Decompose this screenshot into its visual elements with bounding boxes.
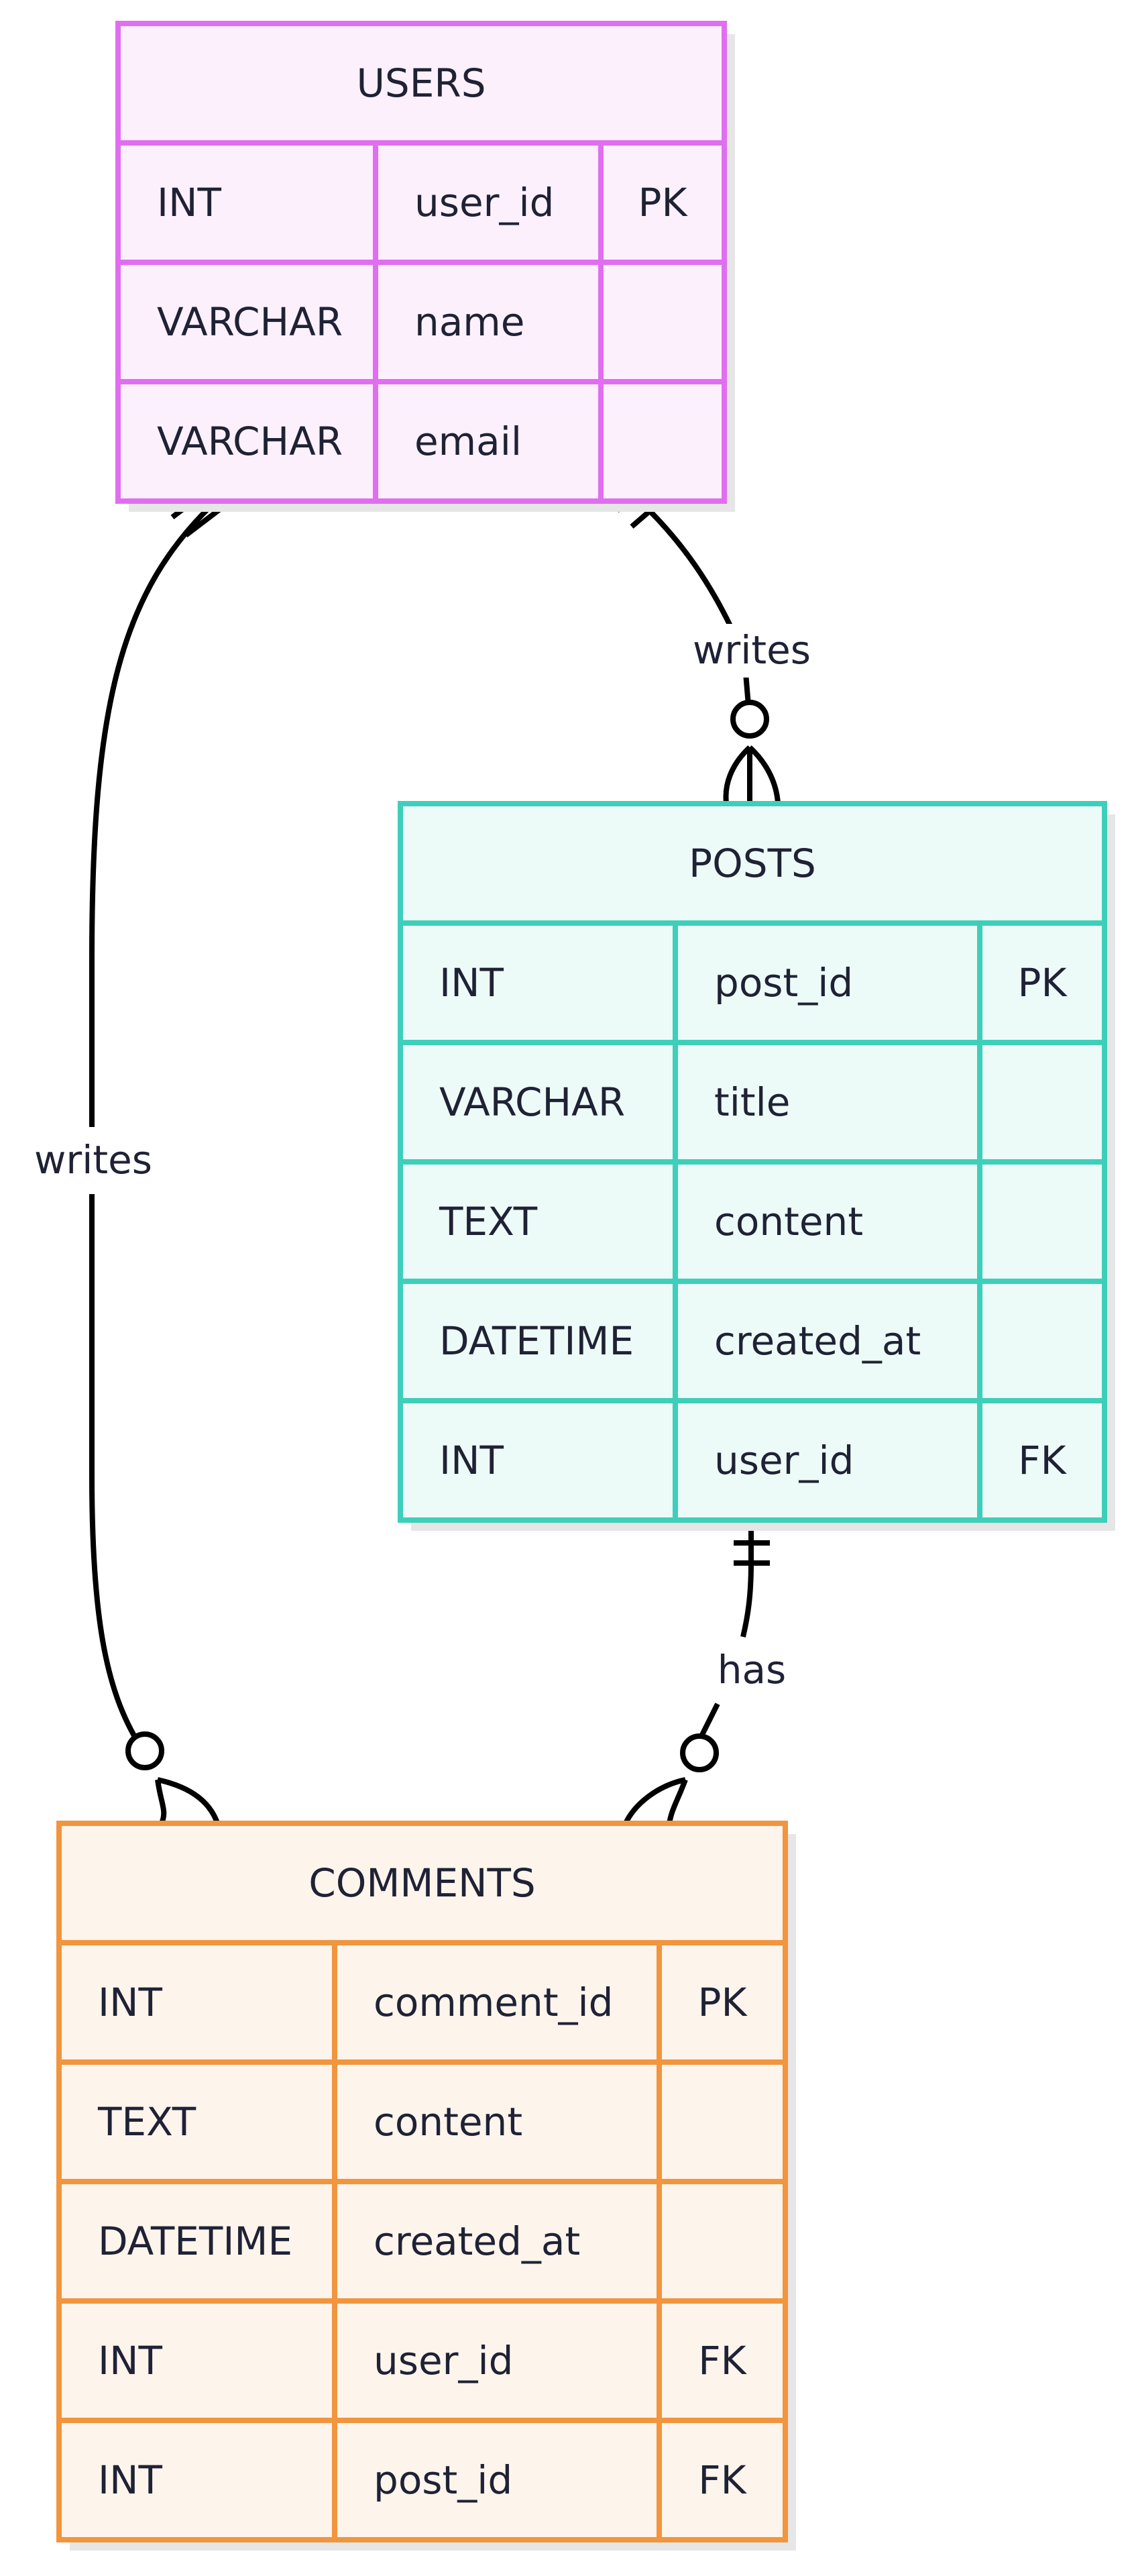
edge-users-comments: [89, 498, 219, 1127]
attribute-name: content: [374, 2099, 522, 2145]
many-marker-comments-right: [622, 1733, 719, 1826]
attribute-key: PK: [638, 180, 688, 225]
table-row: INT user_id FK: [98, 2338, 748, 2383]
relationship-label-users-posts: writes: [693, 627, 811, 673]
edge-users-posts: [637, 498, 752, 722]
attribute-name: content: [714, 1199, 863, 1244]
table-row: INT post_id PK: [439, 960, 1068, 1006]
table-row: INT comment_id PK: [98, 1980, 748, 2025]
attribute-name: created_at: [374, 2218, 580, 2264]
attribute-type: INT: [439, 960, 504, 1006]
one-marker-posts-bottom: [734, 1540, 770, 1566]
entity-title: USERS: [356, 60, 486, 106]
attribute-type: INT: [439, 1438, 504, 1483]
table-row: TEXT content: [97, 2099, 522, 2145]
table-row: INT user_id PK: [157, 180, 688, 225]
table-row: DATETIME created_at: [439, 1318, 921, 1364]
relationship-labels: writes writes has: [19, 624, 826, 1697]
attribute-name: email: [414, 419, 522, 464]
attribute-name: comment_id: [374, 1980, 614, 2025]
attribute-name: title: [714, 1079, 790, 1125]
attribute-key: PK: [1017, 960, 1068, 1006]
zero-circle-posts: [730, 700, 769, 739]
attribute-key: FK: [1018, 1438, 1067, 1483]
attribute-key: PK: [697, 1980, 748, 2025]
attribute-key: FK: [698, 2457, 747, 2503]
attribute-type: INT: [98, 1980, 162, 2025]
attribute-type: VARCHAR: [439, 1079, 625, 1125]
table-row: VARCHAR title: [439, 1079, 790, 1125]
attribute-type: INT: [98, 2457, 162, 2503]
relationship-label-users-comments: writes: [34, 1137, 152, 1183]
attribute-key: FK: [698, 2338, 747, 2383]
relationship-label-posts-comments: has: [718, 1647, 787, 1693]
table-row: VARCHAR name: [157, 299, 524, 345]
attribute-type: TEXT: [97, 2099, 196, 2145]
edge-posts-comments: [740, 1519, 754, 1638]
attribute-name: name: [414, 299, 524, 345]
table-row: TEXT content: [439, 1199, 863, 1244]
edge-users-comments-lower: [89, 1194, 146, 1753]
many-marker-posts-top: [723, 700, 781, 804]
label-posts-comments: has: [704, 1644, 798, 1697]
attribute-name: post_id: [714, 960, 853, 1006]
table-row: VARCHAR email: [157, 419, 522, 464]
table-row: DATETIME created_at: [98, 2218, 580, 2264]
zero-circle-comments-right: [680, 1733, 719, 1772]
table-row: INT user_id FK: [439, 1438, 1068, 1483]
attribute-type: VARCHAR: [157, 419, 343, 464]
attribute-type: DATETIME: [439, 1318, 634, 1364]
attribute-type: INT: [157, 180, 221, 225]
entity-title: POSTS: [689, 841, 816, 886]
attribute-name: created_at: [714, 1318, 921, 1364]
attribute-type: INT: [98, 2338, 162, 2383]
attribute-type: DATETIME: [98, 2218, 292, 2264]
cardinality-markers: [125, 479, 781, 1826]
attribute-name: user_id: [714, 1438, 854, 1483]
attribute-name: post_id: [374, 2457, 512, 2503]
attribute-name: user_id: [414, 180, 554, 225]
entity-comments: COMMENTS INT comment_id PK TEXT contentDATETI…: [56, 1821, 796, 2551]
table-row: INT post_id FK: [98, 2457, 748, 2503]
label-users-posts: writes: [677, 624, 826, 678]
many-marker-comments-left: [125, 1731, 221, 1826]
attribute-type: VARCHAR: [157, 299, 343, 345]
zero-circle-comments-left: [125, 1731, 164, 1770]
attribute-type: TEXT: [439, 1199, 538, 1244]
label-users-comments: writes: [19, 1134, 168, 1187]
attribute-name: user_id: [374, 2338, 513, 2383]
entity-title: COMMENTS: [308, 1860, 536, 1906]
